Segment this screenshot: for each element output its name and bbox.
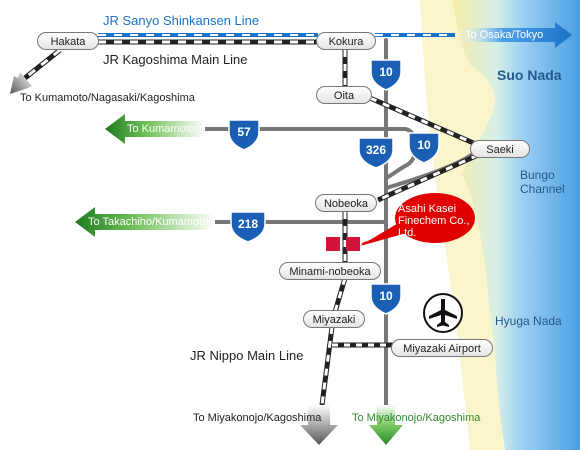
sea-hyuga-nada: Hyuga Nada (495, 314, 562, 328)
station-nobeoka[interactable]: Nobeoka (315, 194, 377, 212)
route-shields (228, 59, 440, 315)
sea-bungo-channel: Bungo Channel (520, 168, 565, 196)
station-kokura[interactable]: Kokura (316, 32, 376, 50)
rail-south-arrow (300, 405, 338, 445)
station-miyazaki-airport[interactable]: Miyazaki Airport (391, 339, 493, 357)
station-miyazaki[interactable]: Miyazaki (303, 310, 365, 328)
kumamoto-nagasaki-arrow (10, 72, 32, 94)
dest-takachiho-kumamoto: To Takachiho/Kumamoto (88, 216, 209, 228)
station-minami-nobeoka[interactable]: Minami-nobeoka (279, 262, 381, 280)
route-218: 218 (237, 217, 259, 231)
kagoshima-line-label: JR Kagoshima Main Line (103, 52, 248, 67)
sea-area (452, 0, 580, 450)
rail-lines (18, 39, 480, 406)
station-saeki[interactable]: Saeki (470, 140, 530, 158)
company-callout (360, 193, 475, 246)
station-oita[interactable]: Oita (316, 86, 372, 104)
nippo-line-label: JR Nippo Main Line (190, 348, 304, 363)
route-10-south: 10 (379, 289, 393, 303)
dest-kumamoto-nagasaki: To Kumamoto/Nagasaki/Kagoshima (20, 92, 195, 104)
route-10-saeki: 10 (417, 138, 431, 152)
company-marker-1 (326, 237, 340, 251)
company-marker-2 (346, 237, 360, 251)
dest-miyakonojo-rail: To Miyakonojo/Kagoshima (193, 412, 322, 424)
sea-suo-nada: Suo Nada (497, 67, 562, 83)
dest-kumamoto: To Kumamoto (127, 123, 195, 135)
to-kumamoto-arrow (105, 114, 205, 144)
road-south-arrow (369, 405, 403, 445)
company-name: Asahi Kasei Finechem Co., Ltd. (398, 203, 470, 239)
shinkansen-label: JR Sanyo Shinkansen Line (103, 13, 260, 28)
osaka-tokyo-arrow (455, 22, 572, 48)
station-hakata[interactable]: Hakata (37, 32, 99, 50)
dest-miyakonojo-road: To Miyakonojo/Kagoshima (352, 412, 481, 424)
to-takachiho-arrow (75, 207, 215, 237)
route-10-north: 10 (379, 65, 393, 79)
dest-osaka-tokyo: To Osaka/Tokyo (465, 29, 544, 41)
route-326: 326 (365, 143, 387, 157)
airplane-icon (423, 293, 463, 333)
route-57: 57 (237, 125, 251, 139)
